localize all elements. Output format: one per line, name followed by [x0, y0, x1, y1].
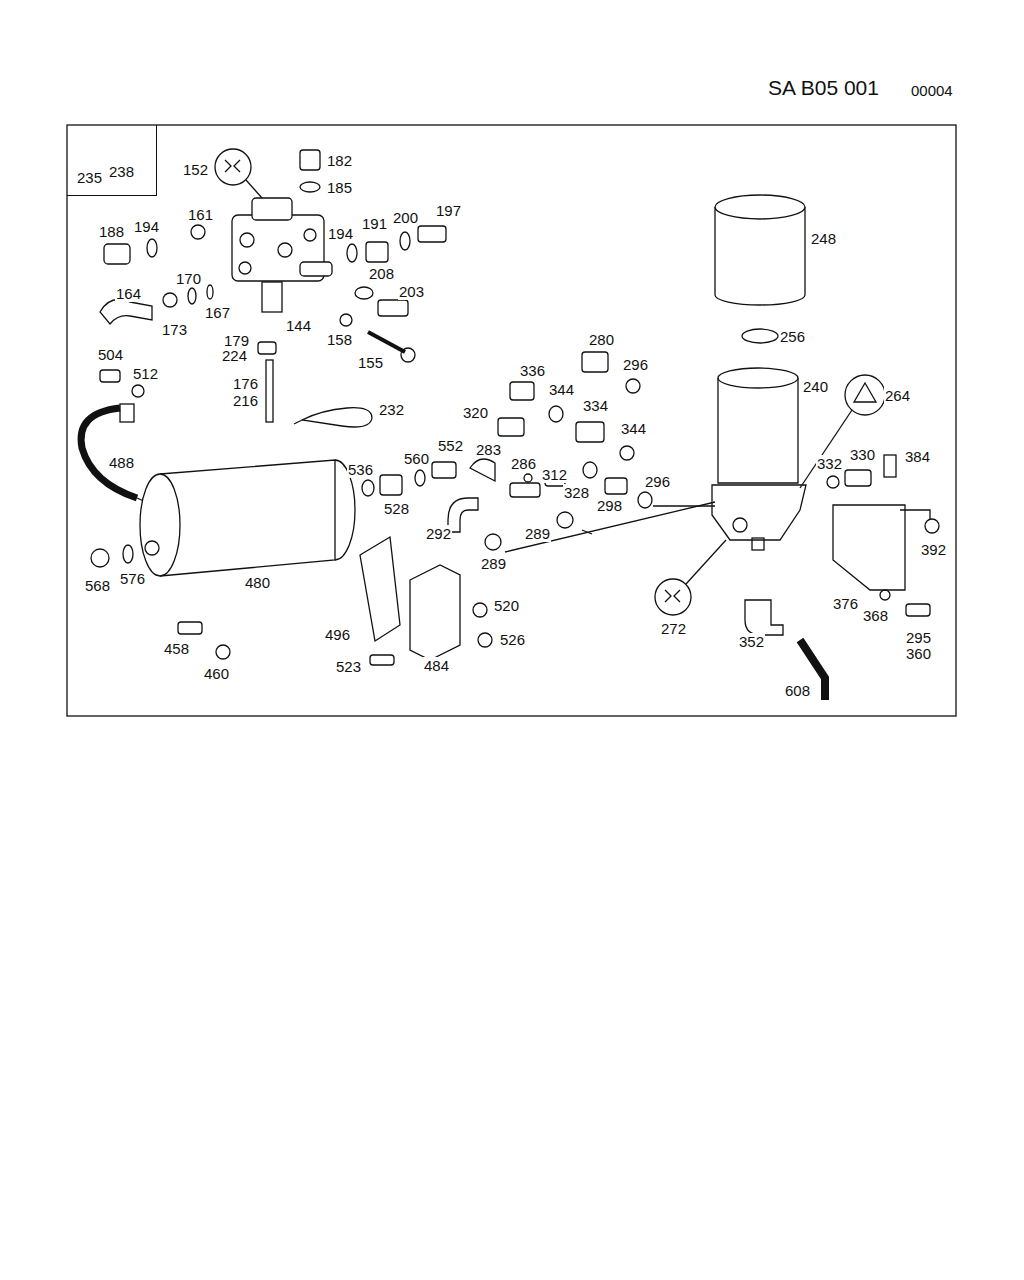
callout-number: 248 — [810, 230, 837, 247]
callout-number: 188 — [98, 223, 125, 240]
callout-number: 185 — [326, 179, 353, 196]
air-dryer — [712, 368, 806, 550]
cable-tie — [294, 408, 372, 427]
callout-number: 283 — [475, 441, 502, 458]
callout-number: 173 — [161, 321, 188, 338]
callout-number: 194 — [133, 218, 160, 235]
callout-number: 295 — [905, 629, 932, 646]
callout-number: 504 — [97, 346, 124, 363]
callout-number: 484 — [423, 657, 450, 674]
symbol-circle — [845, 375, 885, 415]
callout-number: 496 — [324, 626, 351, 643]
callout-number: 216 — [232, 392, 259, 409]
callout-number: 460 — [203, 665, 230, 682]
callout-number: 392 — [920, 541, 947, 558]
callout-number: 312 — [541, 466, 568, 483]
wrench-symbol — [655, 579, 691, 615]
callout-number: 458 — [163, 640, 190, 657]
bracket — [410, 565, 460, 660]
callout-number: 286 — [510, 455, 537, 472]
callout-number: 238 — [109, 163, 134, 180]
callout-number: 536 — [347, 461, 374, 478]
callout-number: 292 — [425, 525, 452, 542]
callout-number: 488 — [108, 454, 135, 471]
callout-number: 480 — [244, 574, 271, 591]
callout-number: 344 — [620, 420, 647, 437]
callout-number: 526 — [499, 631, 526, 648]
callout-number: 528 — [383, 500, 410, 517]
callout-number: 289 — [480, 555, 507, 572]
callout-number: 208 — [368, 265, 395, 282]
wrench-symbol — [215, 149, 251, 185]
callout-number: 170 — [175, 270, 202, 287]
callout-number: 376 — [832, 595, 859, 612]
callout-number: 298 — [596, 497, 623, 514]
callout-number: 194 — [327, 225, 354, 242]
callout-number: 164 — [115, 285, 142, 302]
callout-number: 360 — [905, 645, 932, 662]
callout-number: 144 — [285, 317, 312, 334]
callout-number: 167 — [204, 304, 231, 321]
callout-number: 161 — [187, 206, 214, 223]
callout-number: 523 — [335, 658, 362, 675]
callout-number: 200 — [392, 209, 419, 226]
callout-number: 328 — [563, 484, 590, 501]
callout-number: 332 — [816, 455, 843, 472]
callout-number: 272 — [660, 620, 687, 637]
sheet-title: SA B05 001 — [768, 76, 879, 100]
callout-number: 289 — [524, 525, 551, 542]
callout-number: 256 — [779, 328, 806, 345]
callout-number: 224 — [221, 347, 248, 364]
callout-number: 203 — [398, 283, 425, 300]
callout-number: 232 — [378, 401, 405, 418]
frame — [67, 125, 956, 716]
callout-number: 191 — [361, 215, 388, 232]
callout-number: 384 — [904, 448, 931, 465]
elbow-fitting — [100, 300, 152, 324]
fitting — [300, 150, 320, 170]
callout-number: 552 — [437, 437, 464, 454]
callout-number: 158 — [326, 331, 353, 348]
callout-number: 280 — [588, 331, 615, 348]
callout-number: 155 — [357, 354, 384, 371]
callout-number: 520 — [493, 597, 520, 614]
callout-number: 512 — [132, 365, 159, 382]
callout-number: 352 — [738, 633, 765, 650]
callout-number: 296 — [644, 473, 671, 490]
callout-number: 336 — [519, 362, 546, 379]
callout-number: 240 — [802, 378, 829, 395]
callout-number: 334 — [582, 397, 609, 414]
callout-number: 368 — [862, 607, 889, 624]
callout-number: 235 — [77, 169, 102, 186]
inset-box: 235 238 — [67, 125, 157, 196]
elbow — [745, 600, 783, 635]
valve — [232, 198, 332, 312]
bracket — [360, 537, 400, 641]
callout-number: 608 — [784, 682, 811, 699]
callout-number: 576 — [119, 570, 146, 587]
air-tank — [140, 460, 355, 576]
callout-number: 152 — [182, 161, 209, 178]
callout-number: 197 — [435, 202, 462, 219]
cartridge — [715, 195, 805, 305]
callout-number: 182 — [326, 152, 353, 169]
callout-number: 296 — [622, 356, 649, 373]
sheet-number: 00004 — [910, 82, 954, 99]
callout-number: 344 — [548, 381, 575, 398]
wrench-glyph — [225, 160, 240, 172]
bracket — [833, 505, 905, 590]
callout-number: 320 — [462, 404, 489, 421]
callout-number: 264 — [884, 387, 911, 404]
callout-number: 560 — [403, 450, 430, 467]
callout-number: 176 — [232, 375, 259, 392]
callout-number: 330 — [849, 446, 876, 463]
callout-number: 568 — [84, 577, 111, 594]
